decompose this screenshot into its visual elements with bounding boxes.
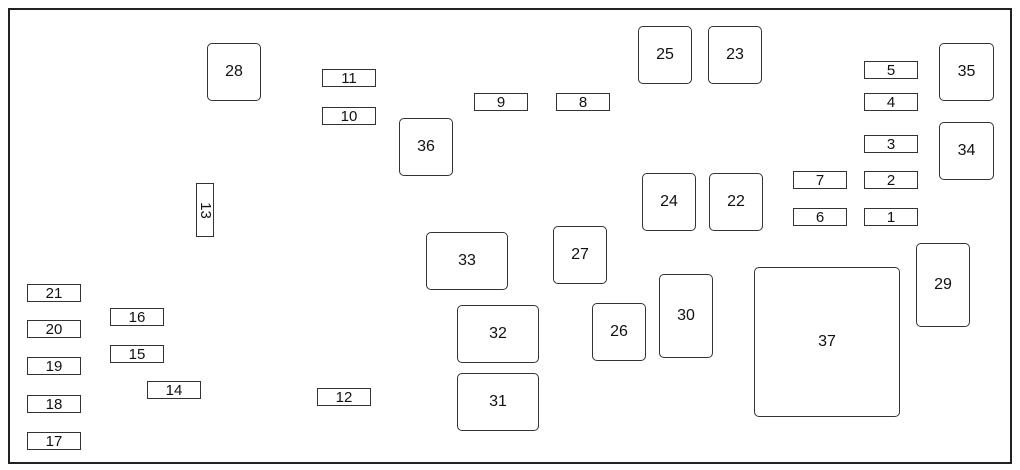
fuse-16[interactable]: 16 (110, 308, 164, 326)
fuse-block-outline (8, 8, 1012, 464)
block-37[interactable]: 37 (754, 267, 900, 417)
relay-28[interactable]: 28 (207, 43, 261, 101)
relay-22[interactable]: 22 (709, 173, 763, 231)
fuse-14[interactable]: 14 (147, 381, 201, 399)
fuse-17[interactable]: 17 (27, 432, 81, 450)
relay-31[interactable]: 31 (457, 373, 539, 431)
fuse-10[interactable]: 10 (322, 107, 376, 125)
fuse-18[interactable]: 18 (27, 395, 81, 413)
relay-27[interactable]: 27 (553, 226, 607, 284)
relay-25[interactable]: 25 (638, 26, 692, 84)
relay-29[interactable]: 29 (916, 243, 970, 327)
fuse-21[interactable]: 21 (27, 284, 81, 302)
fuse-20[interactable]: 20 (27, 320, 81, 338)
relay-35[interactable]: 35 (939, 43, 994, 101)
fuse-19[interactable]: 19 (27, 357, 81, 375)
fuse-4[interactable]: 4 (864, 93, 918, 111)
fuse-12[interactable]: 12 (317, 388, 371, 406)
fuse-13[interactable]: 13 (196, 183, 214, 237)
fuse-3[interactable]: 3 (864, 135, 918, 153)
relay-36[interactable]: 36 (399, 118, 453, 176)
fuse-11[interactable]: 11 (322, 69, 376, 87)
relay-23[interactable]: 23 (708, 26, 762, 84)
fuse-13-label: 13 (196, 201, 214, 219)
fuse-5[interactable]: 5 (864, 61, 918, 79)
fuse-8[interactable]: 8 (556, 93, 610, 111)
fuse-2[interactable]: 2 (864, 171, 918, 189)
fuse-6[interactable]: 6 (793, 208, 847, 226)
relay-34[interactable]: 34 (939, 122, 994, 180)
fuse-1[interactable]: 1 (864, 208, 918, 226)
relay-24[interactable]: 24 (642, 173, 696, 231)
relay-33[interactable]: 33 (426, 232, 508, 290)
fuse-9[interactable]: 9 (474, 93, 528, 111)
relay-26[interactable]: 26 (592, 303, 646, 361)
fuse-15[interactable]: 15 (110, 345, 164, 363)
fuse-7[interactable]: 7 (793, 171, 847, 189)
relay-30[interactable]: 30 (659, 274, 713, 358)
relay-32[interactable]: 32 (457, 305, 539, 363)
